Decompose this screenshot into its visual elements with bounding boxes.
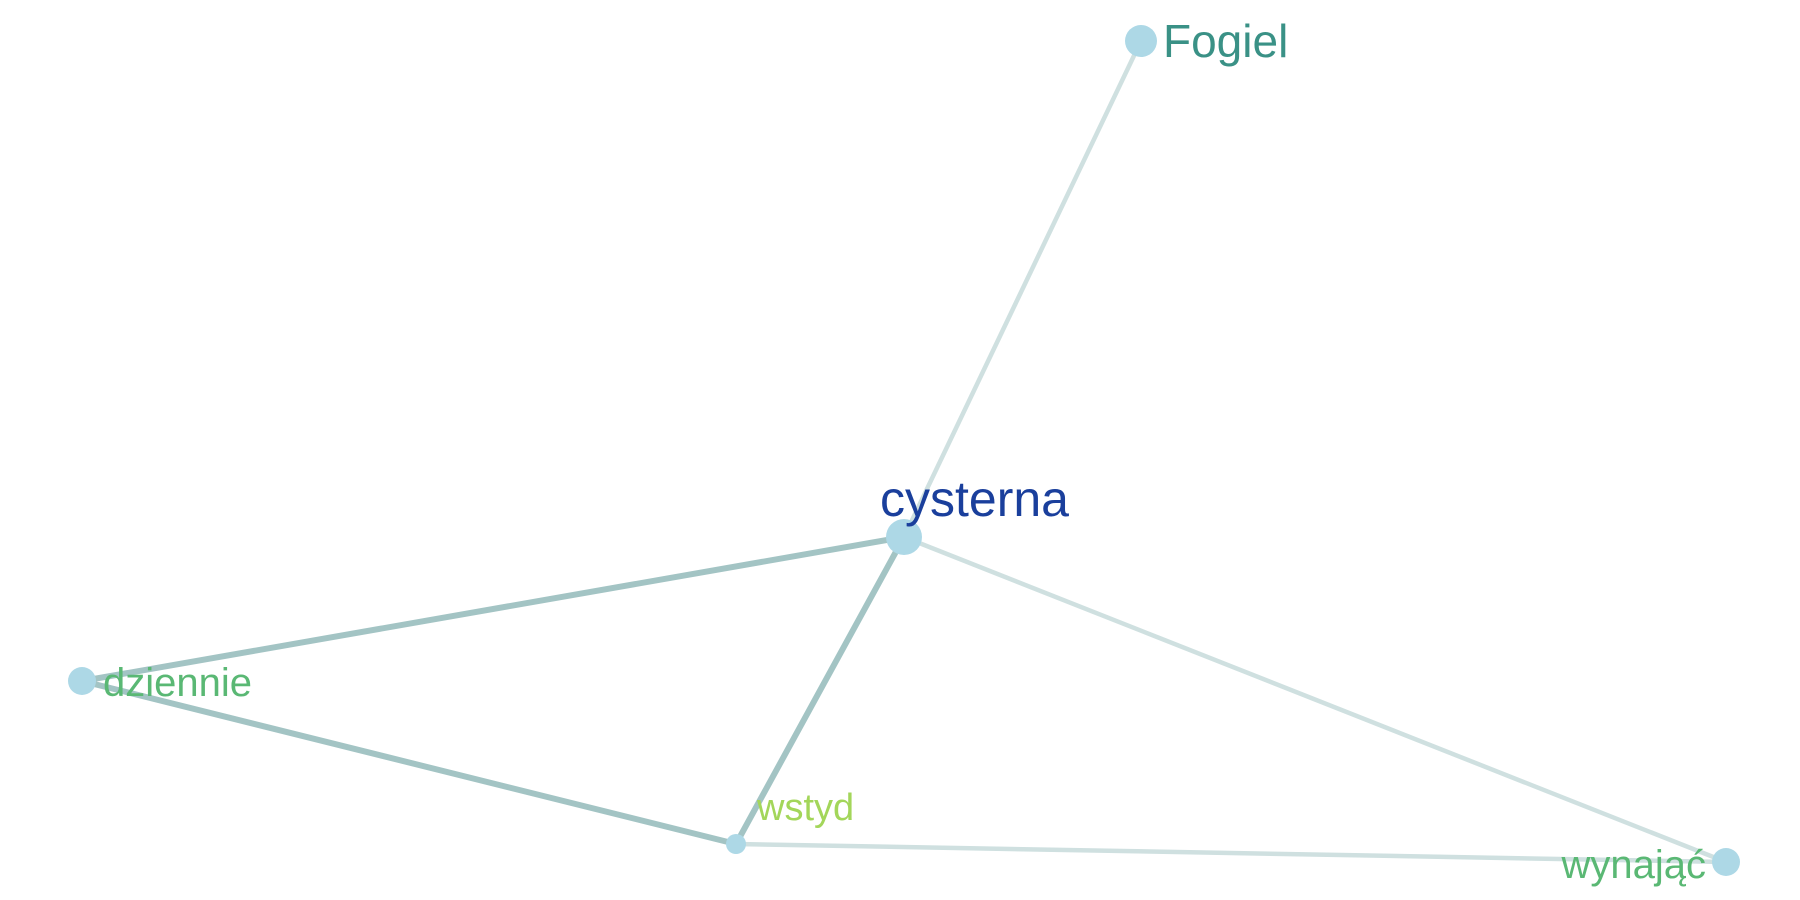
node-cysterna[interactable] (886, 519, 922, 555)
edge-cysterna-wynajac (901, 534, 1729, 865)
node-label-cysterna: cysterna (880, 471, 1069, 527)
nodes-layer (68, 25, 1740, 876)
node-wstyd[interactable] (726, 834, 746, 854)
edges-layer (79, 38, 1729, 865)
node-label-fogiel: Fogiel (1163, 15, 1288, 67)
node-dziennie[interactable] (68, 667, 96, 695)
node-label-wynajac: wynająć (1560, 843, 1706, 887)
edge-cysterna-wstyd (733, 534, 907, 847)
node-label-wstyd: wstyd (756, 787, 854, 829)
node-wynajac[interactable] (1712, 848, 1740, 876)
labels-layer: cysterna Fogiel dziennie wstyd wynająć (103, 15, 1706, 887)
node-fogiel[interactable] (1125, 25, 1157, 57)
edge-cysterna-dziennie (79, 534, 907, 684)
edge-wstyd-wynajac (733, 841, 1729, 865)
edge-cysterna-fogiel (901, 38, 1144, 540)
edge-dziennie-wstyd (79, 678, 739, 847)
node-label-dziennie: dziennie (103, 661, 252, 705)
